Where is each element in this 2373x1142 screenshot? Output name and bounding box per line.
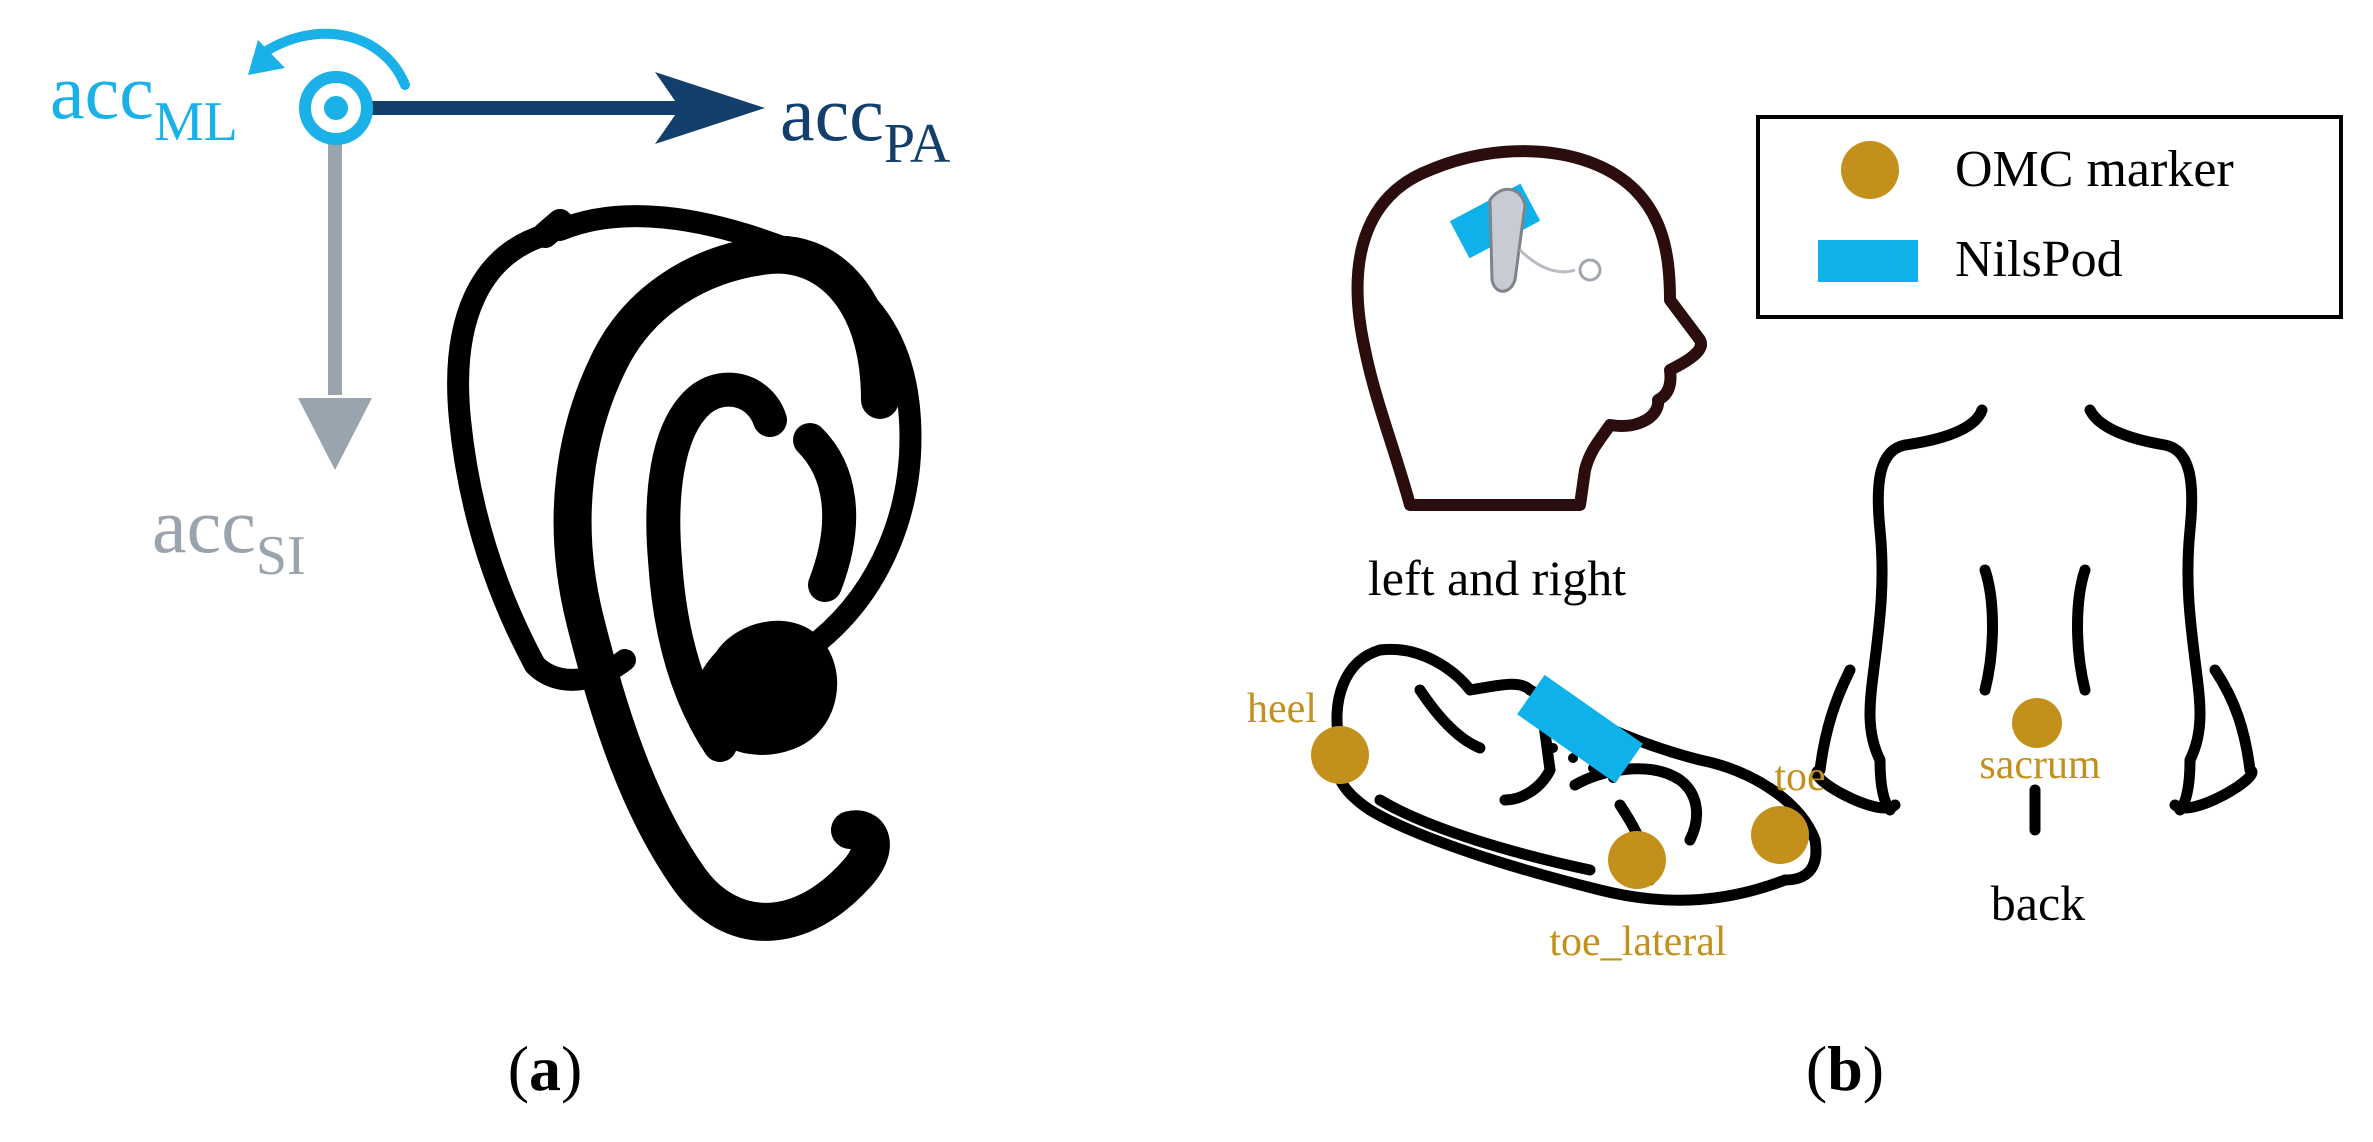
panel-a-caption: (a) [508,1033,583,1104]
legend-nilspod-swatch [1818,240,1918,282]
acc-pa-label: accPA [780,70,951,175]
legend: OMC marker NilsPod [1756,115,2343,319]
legend-nilspod-label: NilsPod [1955,231,2123,288]
acc-ml-label: accML [50,48,238,153]
ml-axis-symbol [248,28,410,145]
pa-axis-arrow [350,72,765,144]
toe-marker [1751,806,1809,864]
legend-marker-swatch [1841,141,1899,199]
heel-label: heel [1247,686,1317,732]
torso-back-icon [1811,404,2258,836]
back-caption: back [1991,875,2085,931]
panel-b-caption: (b) [1806,1033,1884,1104]
toe-label: toe [1774,754,1825,800]
shoe-icon [1330,643,1822,906]
acc-si-label: accSI [152,482,306,587]
head-profile-icon [1351,145,1707,511]
ear-hearing-aid-icon [447,205,922,941]
toe-lateral-marker [1608,831,1666,889]
legend-marker-label: OMC marker [1955,141,2234,198]
panel-a: accML accPA accSI (a) [50,28,951,1104]
sacrum-label: sacrum [1979,742,2101,788]
heel-marker [1311,726,1369,784]
shoe-nilspod-sensor [1517,674,1643,784]
panel-b: left and right OMC marker NilsPod sacrum… [1247,115,2343,1104]
si-axis-arrow [298,115,372,470]
sacrum-marker [2012,698,2062,748]
toe-lateral-label: toe_lateral [1549,919,1726,965]
head-caption: left and right [1368,550,1626,606]
